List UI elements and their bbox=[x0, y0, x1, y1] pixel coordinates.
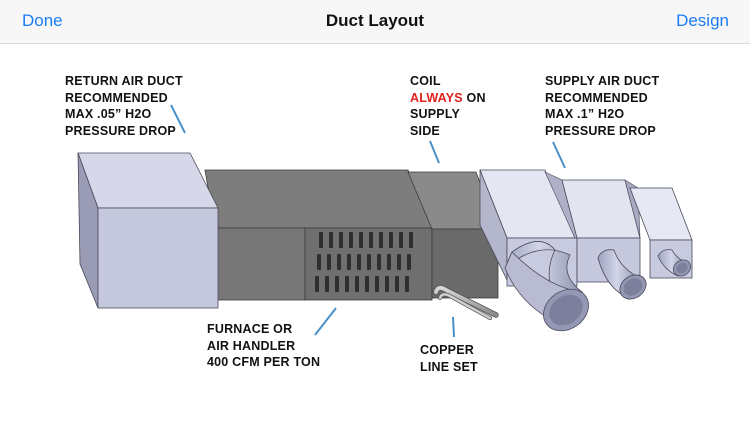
coil-label: COIL ALWAYS ON SUPPLY SIDE bbox=[410, 74, 486, 138]
page-title: Duct Layout bbox=[325, 11, 425, 30]
duct-layout-canvas: RETURN AIR DUCT RECOMMENDED MAX .05” H2O… bbox=[0, 45, 750, 422]
return-duct-leader bbox=[170, 104, 186, 134]
furnace-label: FURNACE OR AIR HANDLER 400 CFM PER TON bbox=[207, 322, 321, 369]
copper-line-set bbox=[433, 285, 499, 320]
return-duct-label: RETURN AIR DUCT RECOMMENDED MAX .05” H2O… bbox=[65, 74, 183, 138]
furnace-unit bbox=[204, 169, 433, 301]
duct-diagram bbox=[77, 104, 693, 338]
copper-line-set-label: COPPER LINE SET bbox=[420, 343, 478, 374]
coil-leader bbox=[429, 140, 440, 164]
supply-duct-leader bbox=[552, 141, 566, 169]
always-emphasis: ALWAYS bbox=[410, 90, 463, 105]
round-takeoffs bbox=[504, 241, 691, 332]
copper-leader bbox=[452, 316, 455, 338]
done-button[interactable]: Done bbox=[22, 11, 63, 30]
return-air-duct bbox=[77, 152, 219, 309]
supply-duct-label: SUPPLY AIR DUCT RECOMMENDED MAX .1” H2O … bbox=[545, 74, 660, 138]
navigation-bar: Done Duct Layout Design bbox=[0, 0, 750, 44]
coil-unit bbox=[407, 171, 499, 299]
leader-lines bbox=[170, 104, 566, 338]
furnace-leader bbox=[314, 307, 337, 336]
design-button[interactable]: Design bbox=[676, 11, 729, 30]
